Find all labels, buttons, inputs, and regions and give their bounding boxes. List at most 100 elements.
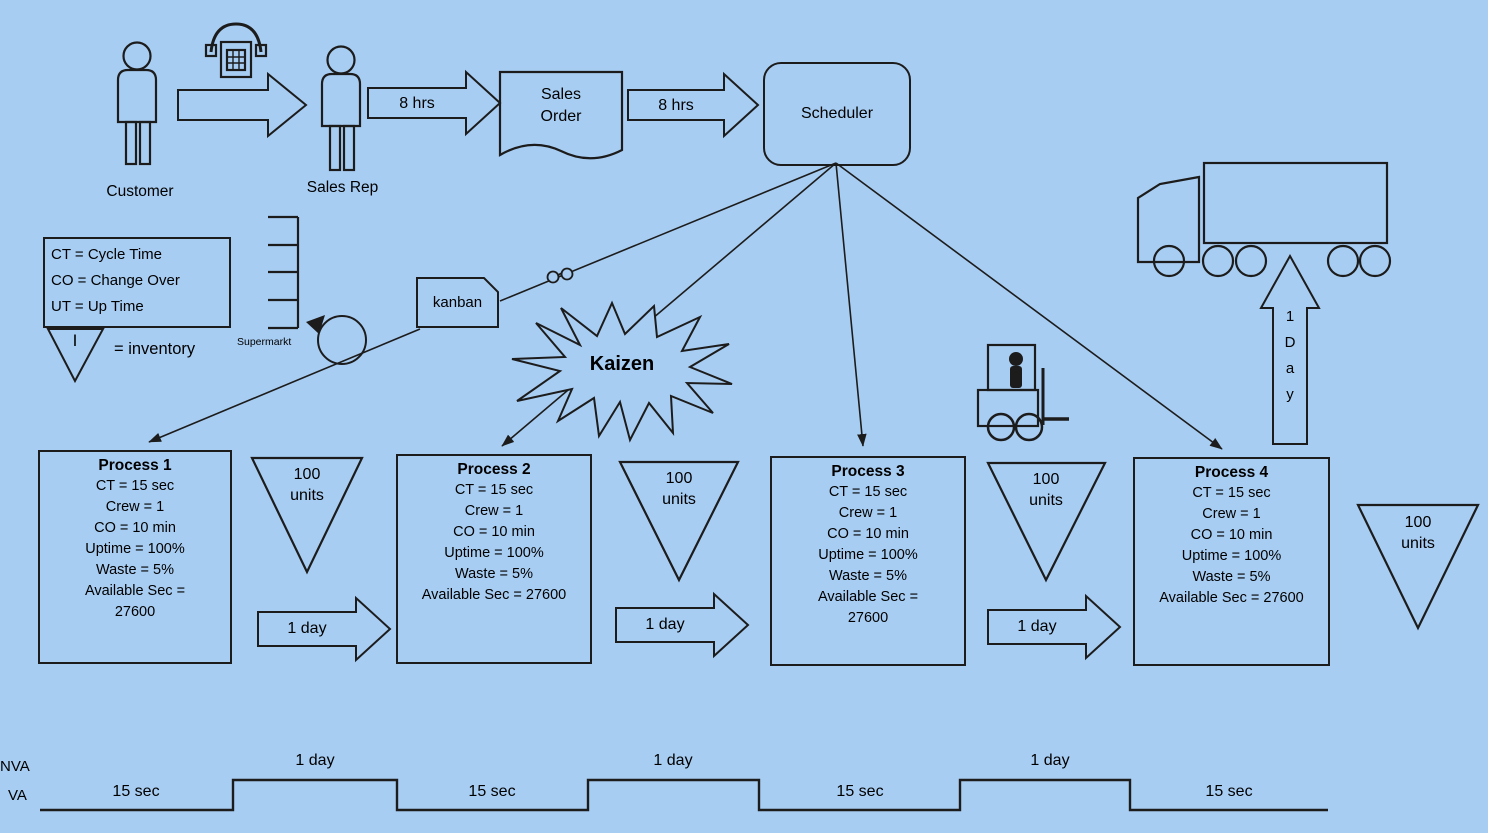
scheduler-box: Scheduler [763,62,911,166]
text-line: CT = Cycle Time [51,246,162,263]
sales-rep-label: Sales Rep [306,179,379,196]
text-line: y [1286,386,1294,403]
text-line: Uptime = 100% [85,541,185,557]
text-line: Waste = 5% [828,568,908,584]
text-line: Sales [540,86,582,103]
timeline-va-3: 15 sec [836,783,884,800]
text-line: CT = 15 sec [1192,485,1271,501]
transport-1-label: 1 day [287,620,327,637]
timeline-ladder [40,778,1328,812]
timeline-nva-label: NVA [0,758,30,775]
sales-order-document [498,70,624,160]
lead-time-arrow-2 [627,71,760,139]
process-2-title: Process 2 [457,461,531,478]
text-line: units [290,487,324,504]
telephone-icon [204,22,268,79]
text-line: Crew = 1 [105,499,165,515]
inventory-4-label: 100 units [1374,512,1462,554]
line-scheduler-to-process3 [835,162,867,447]
transport-3-label: 1 day [1017,618,1057,635]
text-line: CT = 15 sec [828,484,908,500]
text-line: Order [540,108,582,125]
line-scheduler-to-process2 [501,162,837,447]
inventory-triangle-1 [250,456,364,575]
inventory-triangle-4 [1356,503,1480,631]
process-3-title: Process 3 [831,463,905,480]
inventory-legend-triangle [46,328,105,384]
text-line: 100 [665,470,693,487]
shipping-arrow-up [1259,253,1321,445]
text-line: Waste = 5% [454,566,534,582]
text-line: Uptime = 100% [1181,548,1282,564]
text-line: CO = Change Over [51,272,180,289]
text-line: 100 [1032,471,1060,488]
text-line: units [1029,492,1063,509]
legend-box: CT = Cycle Time CO = Change Over UT = Up T… [43,237,231,328]
text-line: Uptime = 100% [818,547,918,563]
text-line: 100 [293,466,321,483]
text-line: Crew = 1 [464,503,524,519]
customer-to-salesrep-arrow [177,71,308,139]
inventory-triangle-2 [618,460,740,583]
line-kanban-to-process1 [148,328,421,443]
text-line: Waste = 5% [95,562,175,578]
inventory-triangle-3 [986,461,1107,583]
text-line: 100 [1404,514,1432,531]
text-line: 27600 [847,610,889,626]
lead-time-2-label: 8 hrs [658,96,694,114]
supermarket-label: Supermarkt [237,336,292,348]
timeline-va-4: 15 sec [1205,783,1253,800]
lead-time-arrow-1 [367,69,502,137]
kaizen-label: Kaizen [589,353,655,375]
text-line: CO = 10 min [94,520,176,536]
customer-label: Customer [106,183,174,200]
transport-arrow-2 [615,591,750,659]
timeline-va-label: VA [8,787,27,804]
timeline-va-2: 15 sec [468,783,516,800]
text-line: CO = 10 min [453,524,535,540]
text-line: Crew = 1 [838,505,898,521]
text-line: Available Sec = 27600 [1159,590,1304,606]
text-line: units [662,491,696,508]
transport-2-label: 1 day [645,616,685,633]
text-line: 27600 [114,604,156,620]
transport-arrow-3 [987,593,1122,661]
text-line: Waste = 5% [1192,569,1271,585]
forklift-icon [976,343,1069,442]
lead-time-1-label: 8 hrs [399,94,435,112]
kanban-card [416,277,499,328]
text-line: Crew = 1 [1202,506,1261,522]
timeline-nva-3: 1 day [1030,752,1070,769]
eyeglasses-icon [546,267,574,284]
scheduler-info-lines [148,162,1223,450]
text-line: CT = 15 sec [454,482,534,498]
timeline-nva-1: 1 day [295,752,335,769]
customer-person-icon [116,41,158,166]
text-line: UT = Up Time [51,298,144,315]
timeline-nva-2: 1 day [653,752,693,769]
inventory-3-label: 100 units [1002,469,1090,511]
text-line: a [1285,360,1295,377]
text-line: Available Sec = [817,589,919,605]
kaizen-burst [511,300,733,443]
text-line: units [1401,535,1435,552]
sales-rep-person-icon [320,45,362,172]
inventory-2-label: 100 units [635,468,723,510]
bottom-white-strip [0,833,1488,839]
scheduler-label: Scheduler [800,105,874,122]
timeline-va-1: 15 sec [112,783,160,800]
text-line: CO = 10 min [827,526,909,542]
text-line: CT = 15 sec [95,478,175,494]
inventory-1-label: 100 units [263,464,351,506]
text-line: Available Sec = [84,583,186,599]
